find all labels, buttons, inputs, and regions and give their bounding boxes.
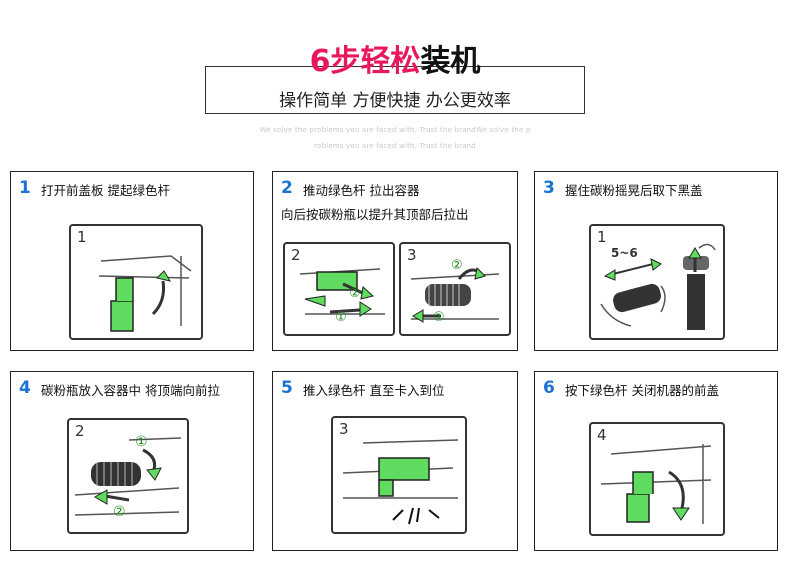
watermark-line-2: roblems you are faced with, Trust the br… (314, 142, 476, 150)
step-number: 5 (281, 378, 293, 398)
step-card-2: 2 推动绿色杆 拉出容器 向后按碳粉瓶以提升其顶部后拉出 2 ① ② 3 ① ② (272, 171, 518, 351)
lever-illustration (98, 255, 192, 332)
step-description: 按下绿色杆 关闭机器的前盖 (565, 383, 719, 398)
step-card-4: 4 碳粉瓶放入容器中 将顶端向前拉 2 ① ② (10, 371, 254, 551)
panel-number: 2 (75, 422, 85, 440)
step-number: 2 (281, 178, 293, 198)
step-illustration: 2 ① ② (67, 418, 189, 534)
shake-count: 5~6 (611, 246, 638, 260)
title-frame (205, 66, 585, 114)
insert-toner-illustration (74, 437, 182, 516)
toner-shake-illustration (600, 243, 716, 330)
pull-container-illustration (410, 266, 500, 323)
step-illustration: 1 5~6 (589, 224, 725, 340)
marker-1: ① (135, 434, 148, 450)
lock-lever-illustration (342, 439, 459, 525)
panel-number: 4 (597, 426, 607, 444)
marker-2: ② (113, 504, 126, 520)
title-highlight: 6步轻松 (309, 44, 421, 79)
step-illustration: 4 (589, 422, 725, 536)
header: 6步轻松装机 操作简单 方便快捷 办公更效率 (205, 42, 585, 114)
step-description-2: 向后按碳粉瓶以提升其顶部后拉出 (281, 207, 469, 222)
step-description: 握住碳粉摇晃后取下黑盖 (565, 183, 703, 198)
close-cover-illustration (600, 444, 712, 524)
marker-1: ① (335, 310, 347, 325)
marker-1: ① (433, 310, 445, 325)
page-subtitle: 操作简单 方便快捷 办公更效率 (279, 91, 511, 111)
marker-2: ② (349, 286, 361, 301)
page-title: 6步轻松装机 (205, 42, 585, 82)
step-number: 3 (543, 178, 555, 198)
step-description: 碳粉瓶放入容器中 将顶端向前拉 (41, 383, 220, 398)
step-card-1: 1 打开前盖板 提起绿色杆 1 (10, 171, 254, 351)
step-description: 推入绿色杆 直至卡入到位 (303, 383, 445, 398)
marker-2: ② (451, 258, 463, 273)
panel-number: 1 (597, 228, 607, 246)
step-card-5: 5 推入绿色杆 直至卡入到位 3 (272, 371, 518, 551)
step-number: 1 (19, 178, 31, 198)
step-number: 6 (543, 378, 555, 398)
step-illustration: 1 (69, 224, 203, 340)
watermark-line-1: We solve the problems you are faced with… (259, 126, 531, 134)
step-card-3: 3 握住碳粉摇晃后取下黑盖 1 5~6 (534, 171, 778, 351)
title-main: 装机 (420, 44, 481, 79)
step-number: 4 (19, 378, 31, 398)
panel-number: 2 (291, 246, 301, 264)
step-description: 推动绿色杆 拉出容器 (303, 183, 420, 198)
panel-number: 1 (77, 228, 87, 246)
step-illustration-a: 2 ① ② (283, 242, 395, 336)
panel-number: 3 (339, 420, 349, 438)
step-illustration: 3 (331, 416, 467, 534)
panel-number: 3 (407, 246, 417, 264)
step-card-6: 6 按下绿色杆 关闭机器的前盖 4 (534, 371, 778, 551)
push-lever-illustration (299, 268, 385, 317)
step-illustration-b: 3 ① ② (399, 242, 511, 336)
step-description: 打开前盖板 提起绿色杆 (41, 183, 170, 198)
